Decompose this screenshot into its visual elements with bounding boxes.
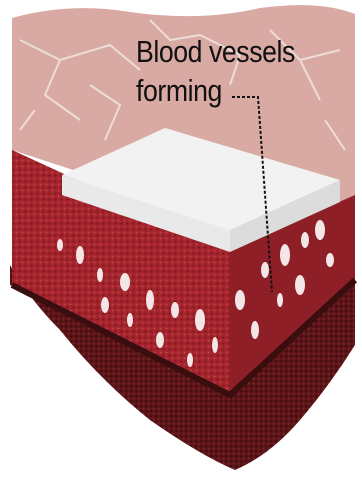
callout-label: Blood vessels forming [136,32,299,110]
callout-line-1: Blood vessels [136,32,299,71]
callout-line-2: forming [136,71,299,110]
